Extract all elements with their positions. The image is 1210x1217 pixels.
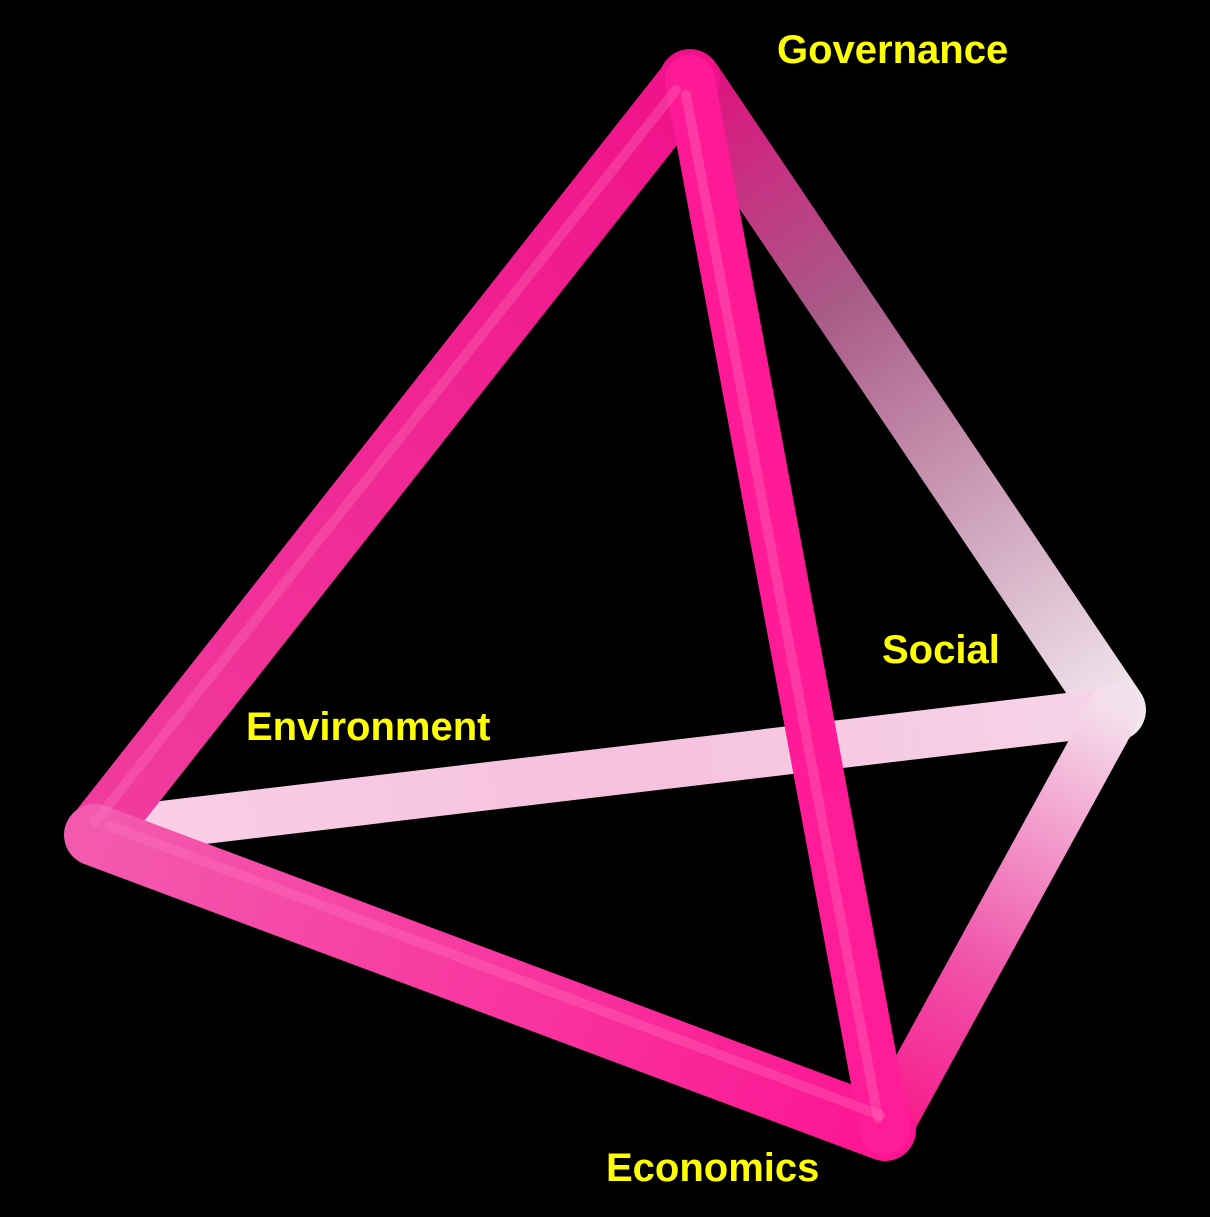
edge-highlight-left — [90, 85, 681, 827]
vertex-label-governance: Governance — [777, 28, 1009, 72]
vertex-label-economics: Economics — [606, 1146, 820, 1190]
vertex-label-social: Social — [882, 628, 1000, 672]
edge-social-economics — [859, 684, 1141, 1156]
edge-governance-environment — [65, 50, 720, 865]
vertex-label-environment: Environment — [246, 705, 491, 749]
edge-highlight-bottom — [105, 821, 885, 1120]
edge-governance-economics — [665, 55, 910, 1155]
edge-highlight-front — [681, 90, 883, 1123]
edge-environment-social — [96, 688, 1134, 854]
edge-governance-social — [659, 49, 1146, 741]
edge-environment-economics — [64, 804, 916, 1161]
